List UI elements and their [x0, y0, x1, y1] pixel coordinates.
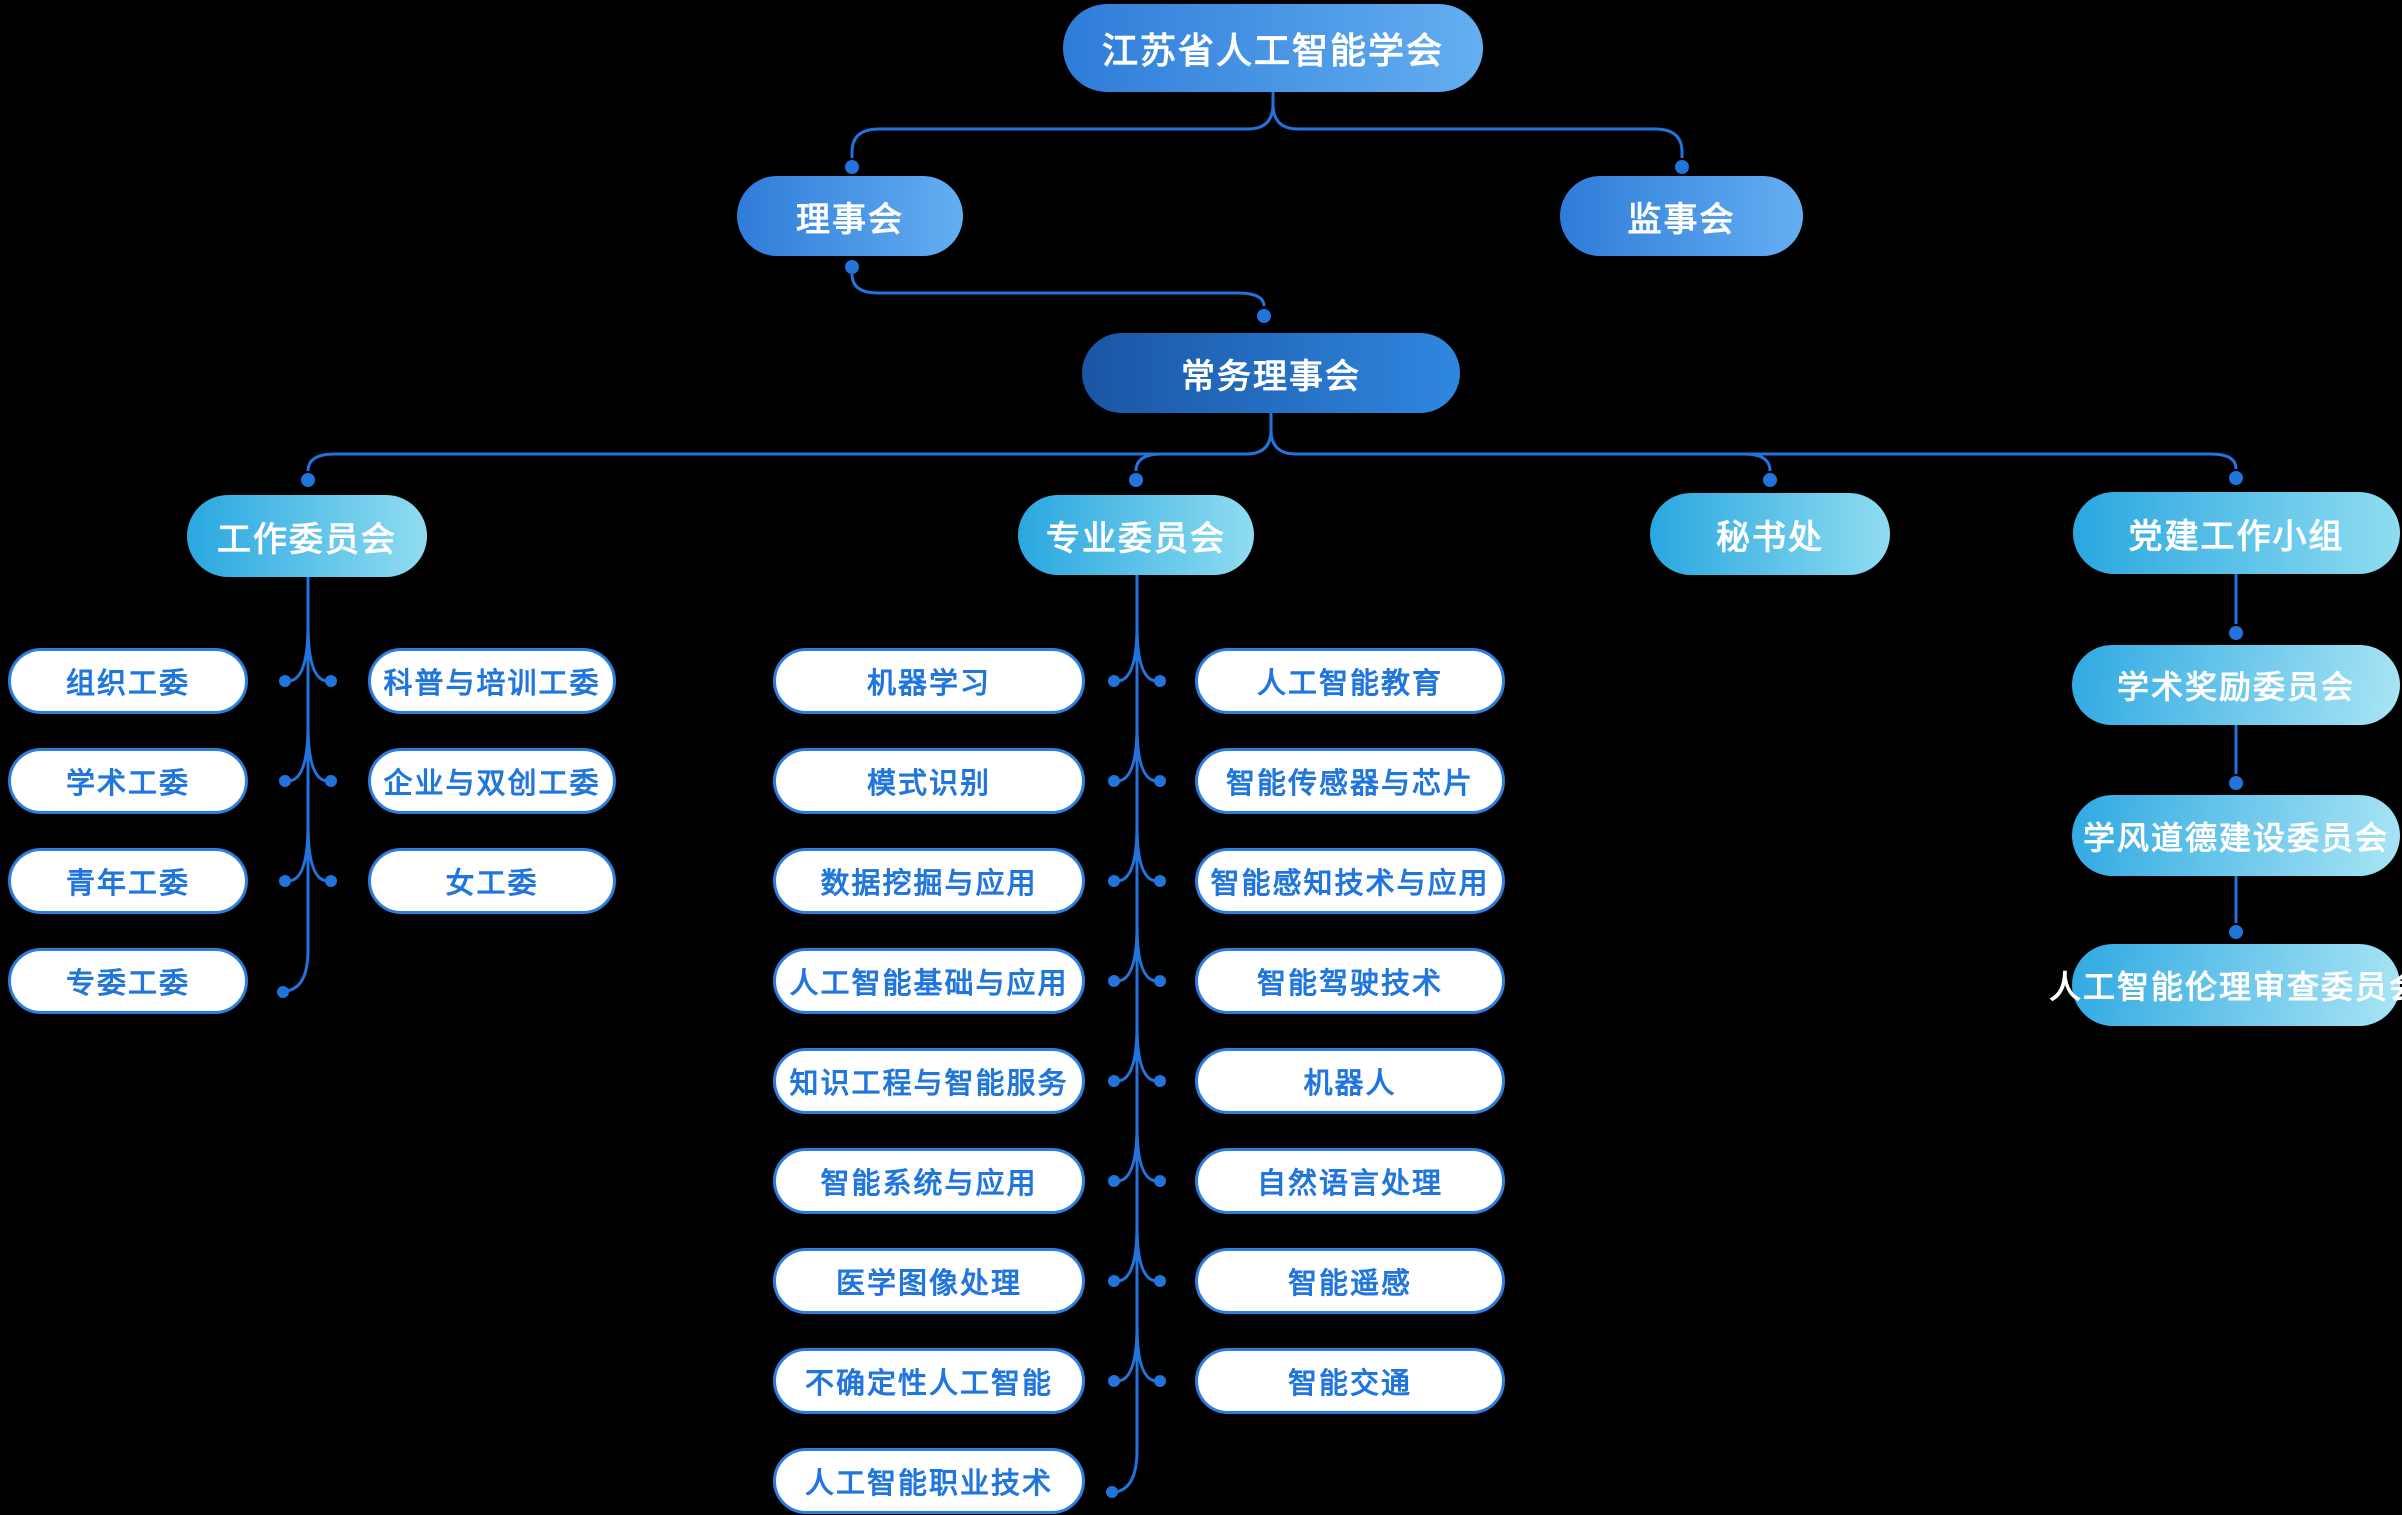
node-party-group: 党建工作小组 — [2073, 492, 2400, 574]
node-prof-sub-left-3: 人工智能基础与应用 — [773, 948, 1085, 1014]
node-prof-sub-right-7: 智能交通 — [1195, 1348, 1505, 1414]
node-professional-committee: 专业委员会 — [1018, 495, 1254, 575]
node-prof-sub-left-8: 人工智能职业技术 — [773, 1448, 1085, 1514]
node-party-sub-1: 学风道德建设委员会 — [2072, 795, 2400, 876]
node-prof-sub-left-2: 数据挖掘与应用 — [773, 848, 1085, 914]
node-prof-sub-left-4: 知识工程与智能服务 — [773, 1048, 1085, 1114]
node-prof-sub-right-1: 智能传感器与芯片 — [1195, 748, 1505, 814]
node-work-sub-left-2: 青年工委 — [8, 848, 248, 914]
node-prof-sub-left-1: 模式识别 — [773, 748, 1085, 814]
node-standing-council: 常务理事会 — [1082, 333, 1460, 413]
node-work-sub-left-3: 专委工委 — [8, 948, 248, 1014]
node-work-committee: 工作委员会 — [187, 495, 427, 577]
node-council: 理事会 — [737, 176, 963, 256]
node-prof-sub-left-5: 智能系统与应用 — [773, 1148, 1085, 1214]
node-work-sub-left-1: 学术工委 — [8, 748, 248, 814]
node-prof-sub-left-6: 医学图像处理 — [773, 1248, 1085, 1314]
node-prof-sub-right-5: 自然语言处理 — [1195, 1148, 1505, 1214]
node-party-sub-0: 学术奖励委员会 — [2072, 645, 2400, 725]
node-prof-sub-left-7: 不确定性人工智能 — [773, 1348, 1085, 1414]
node-work-sub-right-2: 女工委 — [368, 848, 616, 914]
node-prof-sub-right-4: 机器人 — [1195, 1048, 1505, 1114]
node-supervisors: 监事会 — [1560, 176, 1803, 256]
node-work-sub-left-0: 组织工委 — [8, 648, 248, 714]
node-prof-sub-left-0: 机器学习 — [773, 648, 1085, 714]
node-root: 江苏省人工智能学会 — [1063, 4, 1483, 92]
node-prof-sub-right-6: 智能遥感 — [1195, 1248, 1505, 1314]
node-work-sub-right-1: 企业与双创工委 — [368, 748, 616, 814]
node-prof-sub-right-3: 智能驾驶技术 — [1195, 948, 1505, 1014]
node-party-sub-2: 人工智能伦理审查委员会 — [2049, 944, 2402, 1026]
node-secretariat: 秘书处 — [1650, 493, 1890, 575]
node-prof-sub-right-0: 人工智能教育 — [1195, 648, 1505, 714]
node-work-sub-right-0: 科普与培训工委 — [368, 648, 616, 714]
node-prof-sub-right-2: 智能感知技术与应用 — [1195, 848, 1505, 914]
